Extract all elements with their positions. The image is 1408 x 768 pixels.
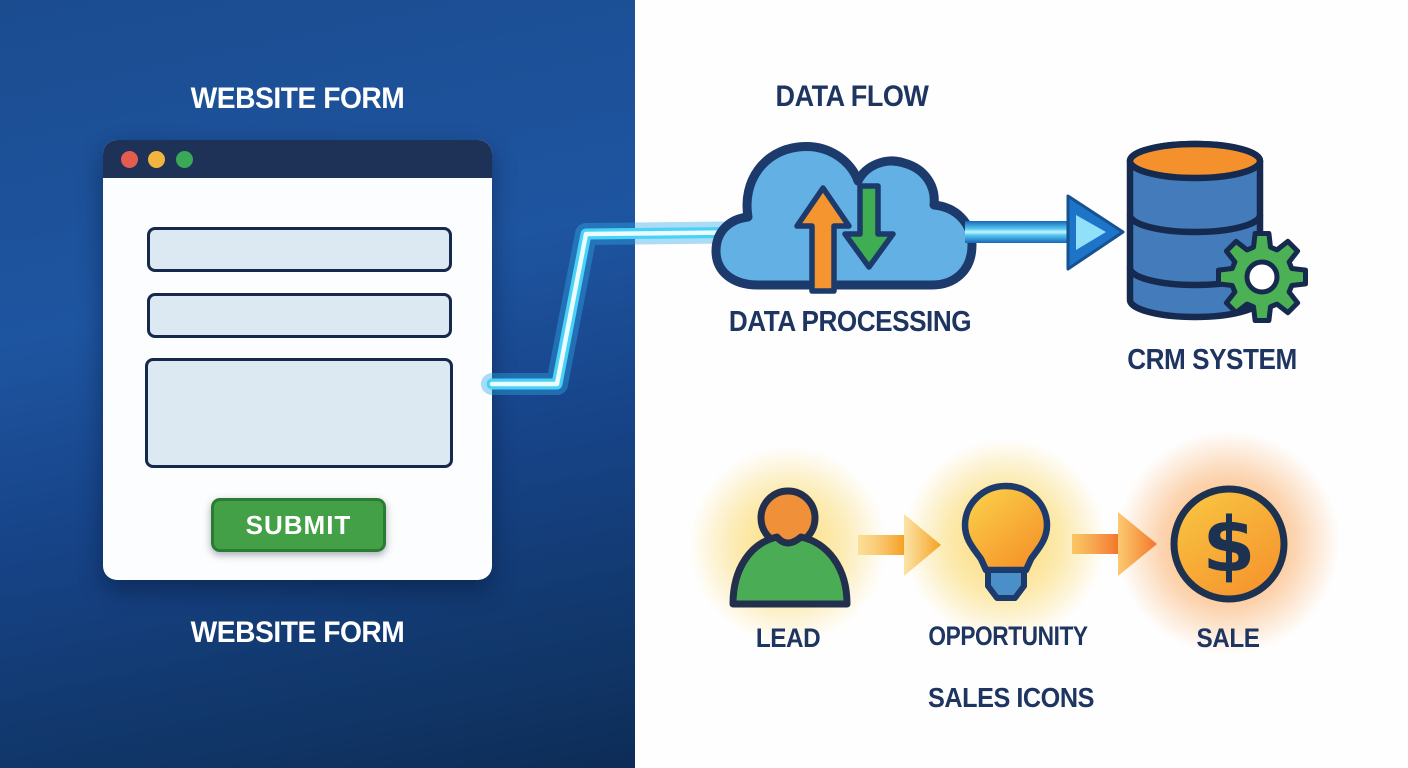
browser-window: SUBMIT [103, 140, 492, 580]
download-arrow-icon [842, 183, 896, 270]
lead-person-icon [729, 487, 851, 608]
sales-icons-caption: SALES ICONS [928, 682, 1094, 713]
form-message-field[interactable] [145, 358, 453, 468]
sale-label: SALE [1196, 623, 1260, 653]
window-titlebar [103, 140, 492, 178]
close-window-icon [121, 151, 138, 168]
crm-system-icon [1126, 140, 1308, 323]
data-processing-label: DATA PROCESSING [728, 306, 972, 338]
lead-label: LEAD [755, 623, 821, 653]
cloud-icon [711, 142, 977, 294]
data-flow-title: DATA FLOW [775, 80, 929, 113]
funnel-arrow-2-icon [1072, 512, 1157, 576]
dollar-sign-glyph: $ [1203, 500, 1256, 589]
opportunity-label: OPPORTUNITY [928, 621, 1088, 651]
upload-arrow-icon [794, 185, 852, 294]
opportunity-bulb-icon [961, 482, 1051, 601]
website-form-title-top: WEBSITE FORM [190, 82, 405, 115]
minimize-window-icon [148, 151, 165, 168]
sale-coin-icon: $ [1170, 485, 1288, 603]
form-field-2[interactable] [147, 293, 452, 338]
crm-system-label: CRM SYSTEM [1127, 344, 1297, 376]
form-field-1[interactable] [147, 227, 452, 272]
submit-button[interactable]: SUBMIT [211, 498, 386, 552]
funnel-arrow-1-icon [858, 514, 941, 576]
flow-arrow-icon [965, 194, 1125, 271]
zoom-window-icon [176, 151, 193, 168]
gear-icon [1216, 231, 1308, 323]
website-form-title-bottom: WEBSITE FORM [190, 616, 405, 649]
